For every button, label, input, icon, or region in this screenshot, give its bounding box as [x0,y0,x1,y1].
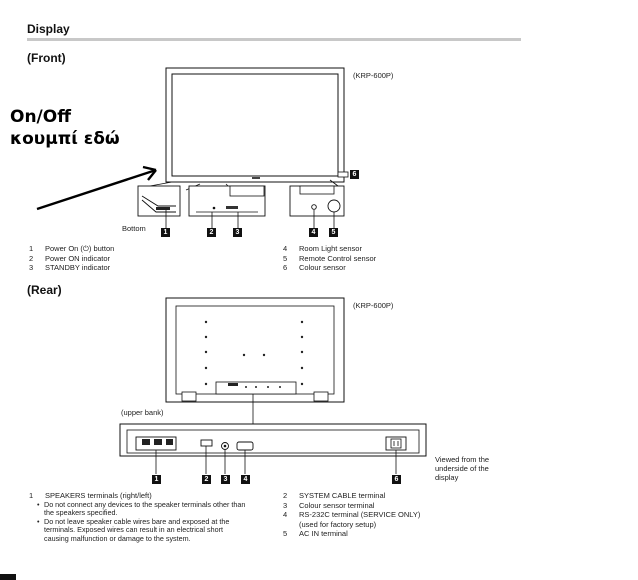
rear-model-label: (KRP-600P) [353,301,394,310]
front-badge-5: 5 [329,228,338,237]
rear-badge-2: 2 [202,475,211,484]
legend-note: • Do not connect any devices to the spea… [37,499,246,518]
viewed-note: Viewed from the underside of the display [435,455,490,482]
rear-badge-4: 4 [241,475,250,484]
rear-badge-1: 1 [152,475,161,484]
front-badge-2: 2 [207,228,216,237]
rear-badge-6: 6 [392,475,401,484]
rear-heading: (Rear) [27,283,62,297]
title-rule [27,38,521,41]
front-heading: (Front) [27,51,66,65]
annotation-button-here: κουμπί εδώ [10,129,120,149]
front-badge-3: 3 [233,228,242,237]
front-badge-4: 4 [309,228,318,237]
legend-item: 4 RS-232C terminal (SERVICE ONLY) (used … [283,510,421,529]
legend-notes: • Do not connect any devices to the spea… [29,499,269,544]
legend-note: • Do not leave speaker cable wires bare … [37,516,230,543]
front-badge-1: 1 [161,228,170,237]
front-badge-6: 6 [350,170,359,179]
rear-badge-3: 3 [221,475,230,484]
front-model-label: (KRP-600P) [353,71,394,80]
annotation-on-off: On/Off [10,107,71,127]
upper-bank-label: (upper bank) [121,408,164,417]
front-bottom-label: Bottom [122,224,146,233]
page-title: Display [27,22,70,36]
